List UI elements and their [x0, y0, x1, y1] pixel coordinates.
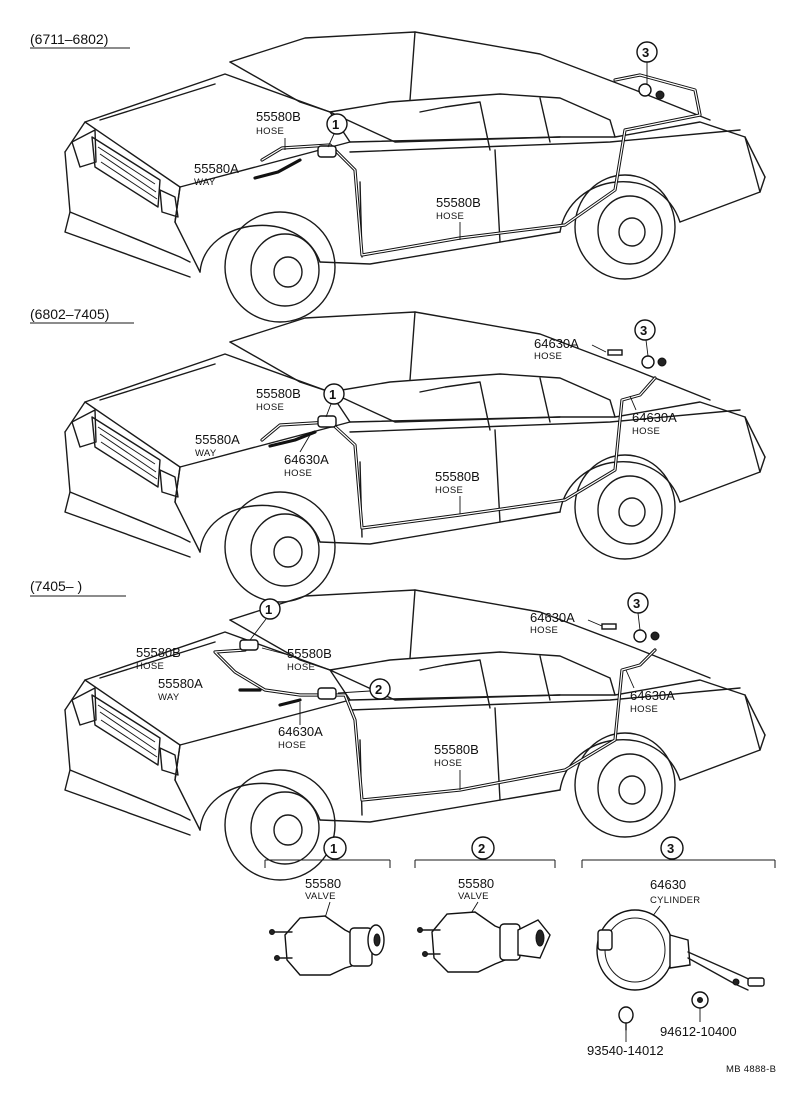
- label-desc: WAY: [195, 448, 217, 459]
- callout-3: 3: [642, 45, 649, 60]
- label-desc: HOSE: [136, 661, 164, 672]
- view-1: (6711–6802) 55580B HOSE 55580A WAY 55580…: [30, 31, 766, 323]
- label-desc: HOSE: [256, 402, 284, 413]
- label-desc: HOSE: [278, 740, 306, 751]
- callout-1: 1: [265, 602, 272, 617]
- label-desc: WAY: [194, 177, 216, 188]
- detail-part: 64630: [650, 877, 686, 892]
- detail-callout: 3: [667, 841, 674, 856]
- label-desc: HOSE: [632, 426, 660, 437]
- label-part: 55580B: [256, 109, 301, 124]
- label-part: 55580B: [287, 646, 332, 661]
- label-part: 64630A: [534, 336, 579, 351]
- detail-desc: VALVE: [458, 891, 489, 902]
- label-desc: HOSE: [630, 704, 658, 715]
- label-desc: HOSE: [534, 351, 562, 362]
- view-3-period: (7405– ): [30, 578, 82, 594]
- footer-code: MB 4888-B: [726, 1064, 776, 1075]
- label-part: 64630A: [632, 410, 677, 425]
- view-2-period: (6802–7405): [30, 306, 109, 322]
- detail-part: 55580: [458, 876, 494, 891]
- detail-callout: 2: [478, 841, 485, 856]
- label-part: 55580B: [136, 645, 181, 660]
- detail-desc: CYLINDER: [650, 895, 700, 906]
- detail-valve-1: 1 55580 VALVE: [264, 836, 391, 976]
- detail-callout: 1: [330, 841, 337, 856]
- label-part: 55580B: [435, 469, 480, 484]
- detail-cylinder-3: 3 64630 CYLINDER 94612-10400 93540-14012: [581, 836, 776, 1058]
- label-desc: HOSE: [530, 625, 558, 636]
- detail-desc: VALVE: [305, 891, 336, 902]
- label-desc: HOSE: [434, 758, 462, 769]
- label-desc: HOSE: [287, 662, 315, 673]
- view-3: (7405– ) 55580B HOSE 55580B HOSE 55580A …: [30, 578, 766, 881]
- car-illustration-3: [64, 589, 766, 881]
- label-part: 55580B: [256, 386, 301, 401]
- label-desc: HOSE: [435, 485, 463, 496]
- label-part: 64630A: [530, 610, 575, 625]
- label-desc: HOSE: [284, 468, 312, 479]
- callout-3: 3: [640, 323, 647, 338]
- label-desc: WAY: [158, 692, 180, 703]
- detail-part: 55580: [305, 876, 341, 891]
- label-part: 55580A: [195, 432, 240, 447]
- view-2: (6802–7405) 55580B HOSE 55580A WAY 64630…: [30, 306, 766, 603]
- label-part: 55580A: [158, 676, 203, 691]
- label-part: 64630A: [630, 688, 675, 703]
- callout-1: 1: [329, 387, 336, 402]
- callout-3: 3: [633, 596, 640, 611]
- label-part: 55580B: [434, 742, 479, 757]
- callout-2: 2: [375, 682, 382, 697]
- label-desc: HOSE: [436, 211, 464, 222]
- callout-1: 1: [332, 117, 339, 132]
- detail-valve-2: 2 55580 VALVE: [414, 836, 556, 973]
- label-part: 64630A: [284, 452, 329, 467]
- label-part: 64630A: [278, 724, 323, 739]
- label-desc: HOSE: [256, 126, 284, 137]
- label-part: 55580B: [436, 195, 481, 210]
- detail-extra: 94612-10400: [660, 1024, 737, 1039]
- car-illustration-2: [64, 311, 766, 603]
- view-1-period: (6711–6802): [30, 31, 108, 47]
- label-part: 55580A: [194, 161, 239, 176]
- car-illustration-1: [64, 31, 766, 323]
- detail-extra: 93540-14012: [587, 1043, 664, 1058]
